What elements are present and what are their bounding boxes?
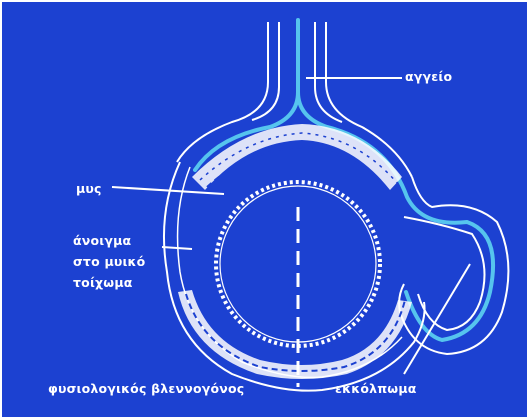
- opening-pointer: [162, 247, 192, 249]
- muscle-pointer: [112, 187, 224, 194]
- label-vessel: αγγείο: [405, 66, 452, 87]
- label-opening-line1: άνοιγμα: [73, 230, 131, 251]
- label-muscle: μυς: [76, 178, 102, 199]
- label-opening-line3: τοίχωμα: [73, 272, 133, 293]
- label-opening-line2: στο μυικό: [73, 251, 145, 272]
- label-mucosa: φυσιολογικός βλεννογόνος: [48, 378, 244, 399]
- label-diverticulum: εκκόλπωμα: [335, 378, 417, 399]
- diverticulum-pointer: [404, 264, 470, 374]
